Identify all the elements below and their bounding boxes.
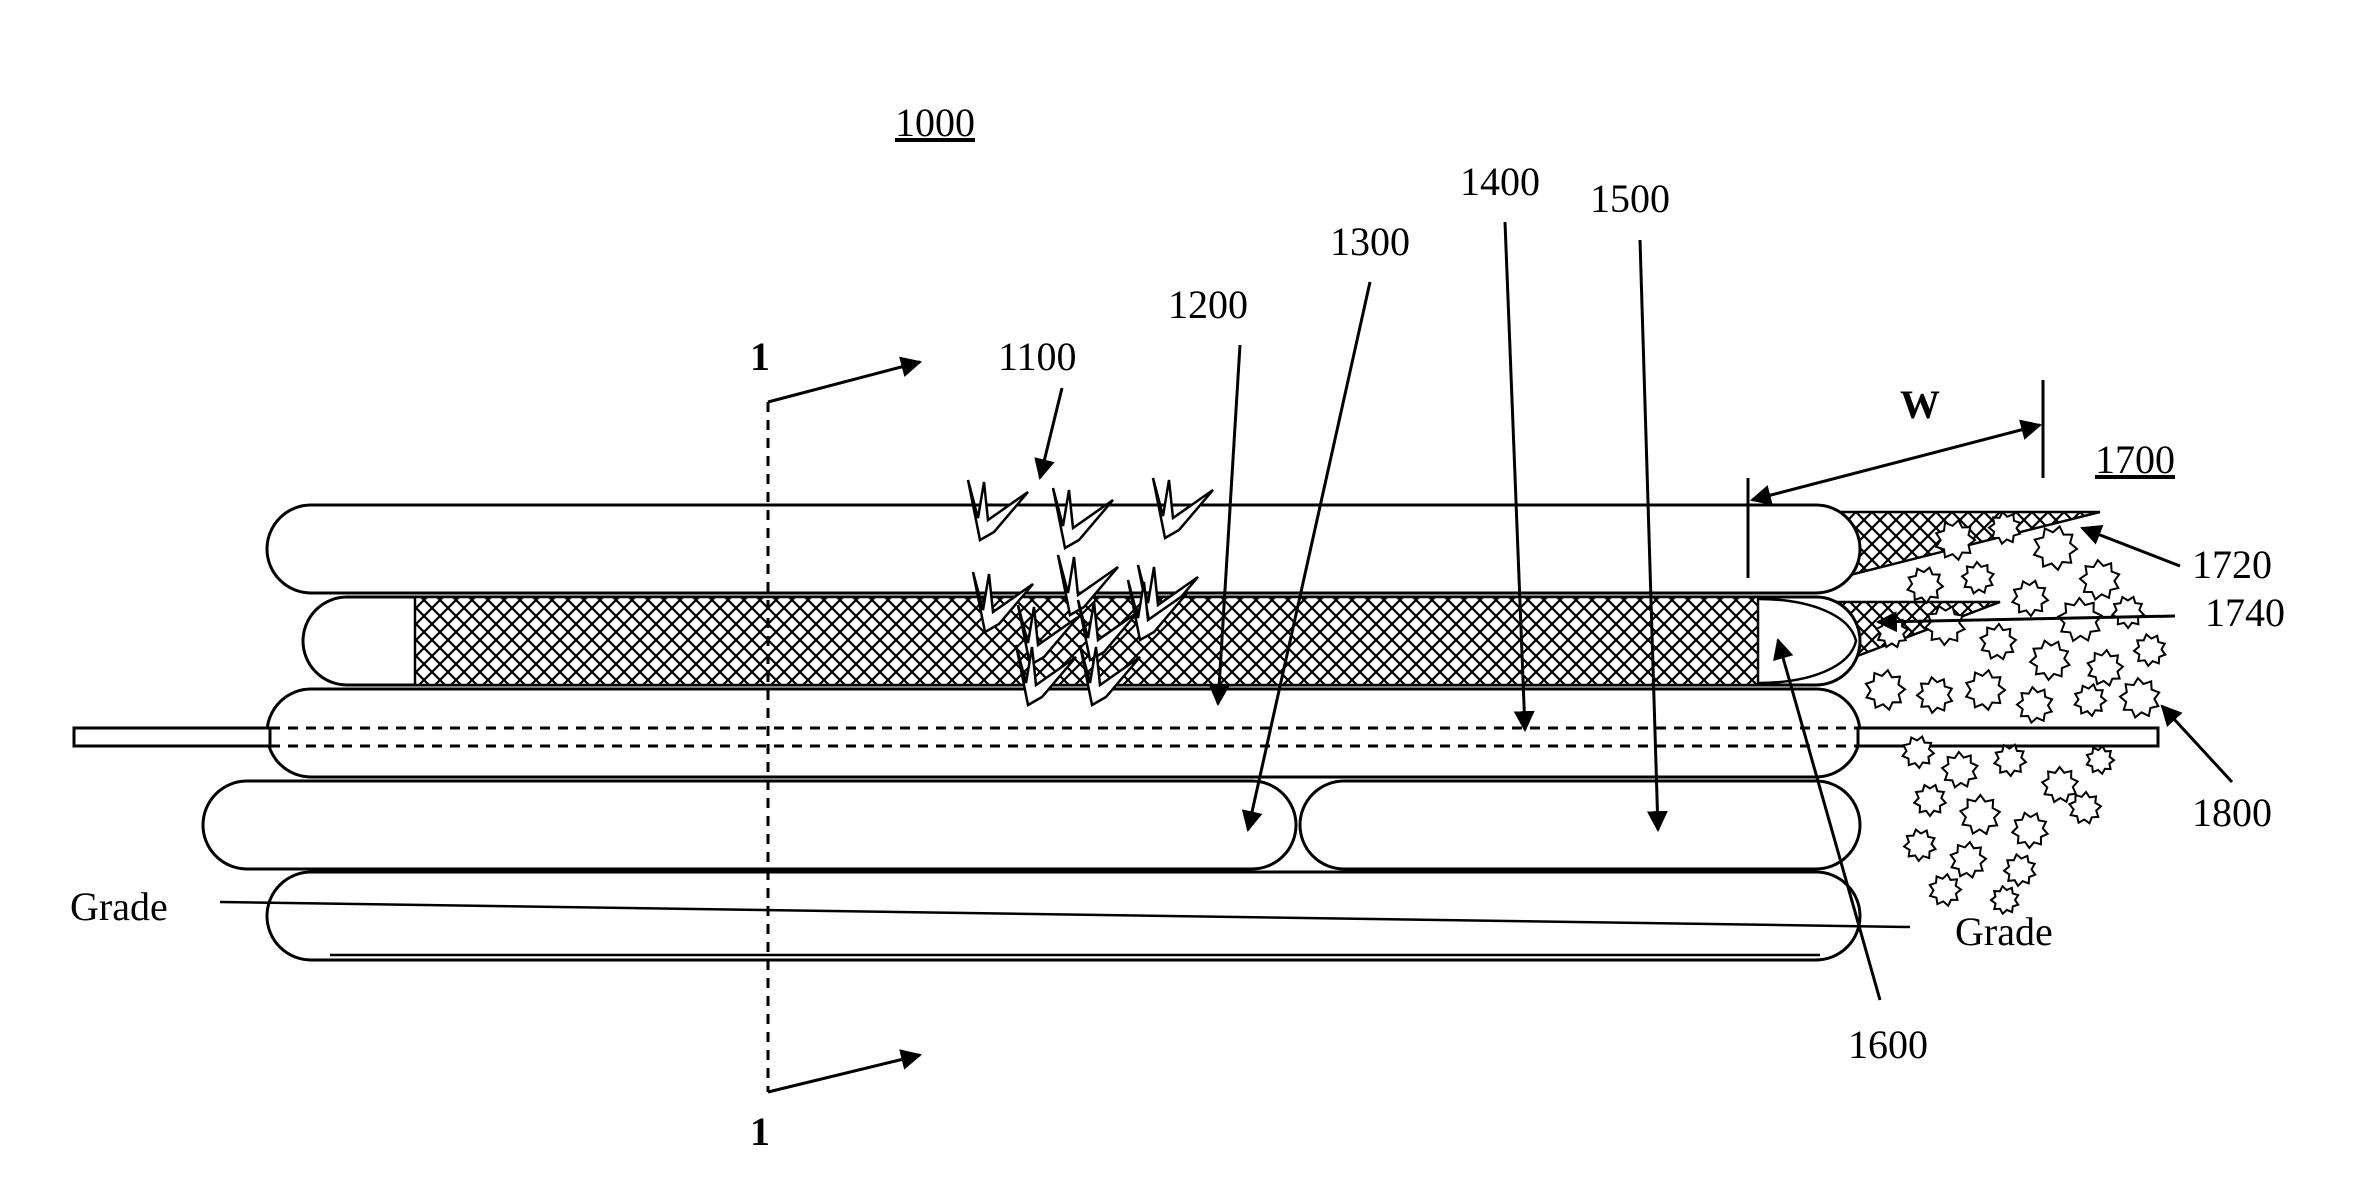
stone-31 xyxy=(1951,842,1986,877)
leader-1800 xyxy=(2162,706,2232,782)
fourth-tube-right xyxy=(1300,781,1860,869)
stone-28 xyxy=(2012,813,2047,848)
section-arrow-top xyxy=(768,362,920,402)
stone-24 xyxy=(1994,745,2026,776)
stone-33 xyxy=(1930,874,1961,906)
stone-18 xyxy=(1966,670,2005,709)
grade-label-right: Grade xyxy=(1955,909,2053,954)
label-1740: 1740 xyxy=(2205,590,2285,635)
stone-6 xyxy=(1962,562,1993,593)
stone-35 xyxy=(2087,746,2114,774)
stone-15 xyxy=(2134,634,2165,666)
stone-5 xyxy=(1908,568,1943,603)
label-1700: 1700 xyxy=(2095,437,2175,482)
label-1200: 1200 xyxy=(1168,282,1248,327)
drain-pipe-left xyxy=(74,728,270,746)
stone-4 xyxy=(2080,560,2119,599)
drain-pipe-right xyxy=(1858,728,2158,746)
section-arrow-bottom xyxy=(768,1055,920,1092)
stone-26 xyxy=(1914,785,1946,816)
stone-20 xyxy=(2075,684,2106,716)
width-label: W xyxy=(1900,382,1940,427)
stone-32 xyxy=(2004,854,2035,886)
stone-16 xyxy=(1866,670,1905,709)
stone-7 xyxy=(2012,581,2048,616)
bottom-tube xyxy=(267,872,1860,960)
label-1600: 1600 xyxy=(1848,1022,1928,1067)
stone-23 xyxy=(1942,752,1977,787)
label-1800: 1800 xyxy=(2192,790,2272,835)
stone-30 xyxy=(1904,830,1935,861)
stone-14 xyxy=(2088,650,2123,685)
label-1400: 1400 xyxy=(1460,159,1540,204)
leader-1100 xyxy=(1040,388,1062,478)
stone-13 xyxy=(2030,641,2069,680)
stone-9 xyxy=(2112,597,2144,628)
label-1100: 1100 xyxy=(998,334,1077,379)
label-1500: 1500 xyxy=(1590,176,1670,221)
aggregate-stones xyxy=(1866,512,2165,914)
stone-29 xyxy=(2069,792,2101,823)
label-1300: 1300 xyxy=(1330,219,1410,264)
stone-19 xyxy=(2017,687,2052,722)
width-dimension-line xyxy=(1752,425,2040,500)
stone-25 xyxy=(2042,767,2078,802)
stone-3 xyxy=(2034,527,2077,570)
stone-12 xyxy=(1981,624,2016,659)
fourth-tube-left xyxy=(203,781,1296,869)
grade-label-left: Grade xyxy=(70,884,168,929)
section-mark-top: 1 xyxy=(750,334,770,379)
section-mark-bottom: 1 xyxy=(750,1109,770,1154)
stone-21 xyxy=(2120,678,2159,717)
stone-17 xyxy=(1917,677,1952,713)
figure-number: 1000 xyxy=(895,100,975,145)
stone-27 xyxy=(1960,795,1999,834)
label-1720: 1720 xyxy=(2192,542,2272,587)
third-tube xyxy=(267,689,1860,777)
